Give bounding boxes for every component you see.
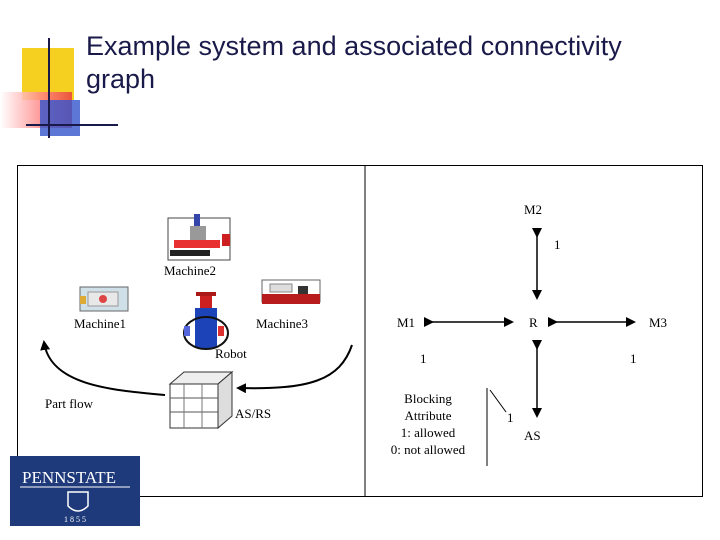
node-m3: M3 bbox=[649, 315, 668, 330]
diagram-frame bbox=[17, 165, 703, 497]
part-flow-label: Part flow bbox=[45, 396, 94, 411]
decor-horizontal-line bbox=[26, 124, 118, 126]
node-m1: M1 bbox=[397, 315, 416, 330]
legend-pointer bbox=[489, 389, 507, 413]
machine2-label: Machine2 bbox=[164, 263, 216, 278]
robot-icon bbox=[183, 292, 229, 350]
node-m2: M2 bbox=[524, 202, 543, 217]
edge-label-m3-r: 1 bbox=[630, 351, 637, 366]
node-r: R bbox=[529, 315, 538, 330]
pennstate-logo-art: PENNSTATE 1855 bbox=[20, 468, 130, 524]
slide-title-line2: graph bbox=[86, 64, 156, 94]
robot-label: Robot bbox=[215, 346, 247, 361]
legend-line1: Blocking bbox=[404, 391, 452, 406]
logo-year-text: 1855 bbox=[64, 515, 88, 524]
edge-label-r-m2: 1 bbox=[554, 237, 561, 252]
part-flow-arrow-right bbox=[236, 344, 353, 394]
asrs-label: AS/RS bbox=[235, 406, 272, 421]
machine2-icon bbox=[167, 214, 231, 261]
decor-blue-square bbox=[40, 100, 80, 136]
slide-title: Example system and associated connectivi… bbox=[86, 30, 686, 96]
machine1-label: Machine1 bbox=[74, 316, 126, 331]
blocking-attribute-legend: Blocking Attribute 1: allowed 0: not all… bbox=[376, 390, 480, 458]
pennstate-logo: PENNSTATE 1855 bbox=[10, 456, 140, 526]
asrs-icon bbox=[168, 370, 234, 430]
legend-line2: Attribute bbox=[404, 408, 452, 423]
node-as: AS bbox=[524, 428, 541, 443]
legend-line3: 1: allowed bbox=[400, 425, 456, 440]
edge-label-as-r: 1 bbox=[507, 410, 514, 425]
legend-line4: 0: not allowed bbox=[390, 442, 466, 457]
logo-name-text: PENNSTATE bbox=[22, 468, 116, 487]
machine3-icon bbox=[261, 279, 321, 304]
decor-vertical-line bbox=[48, 38, 50, 138]
machine1-icon bbox=[79, 286, 129, 312]
machine3-label: Machine3 bbox=[256, 316, 308, 331]
slide-title-line1: Example system and associated connectivi… bbox=[86, 31, 622, 61]
edge-label-m1-r: 1 bbox=[420, 351, 427, 366]
part-flow-arrow-left bbox=[40, 340, 166, 396]
